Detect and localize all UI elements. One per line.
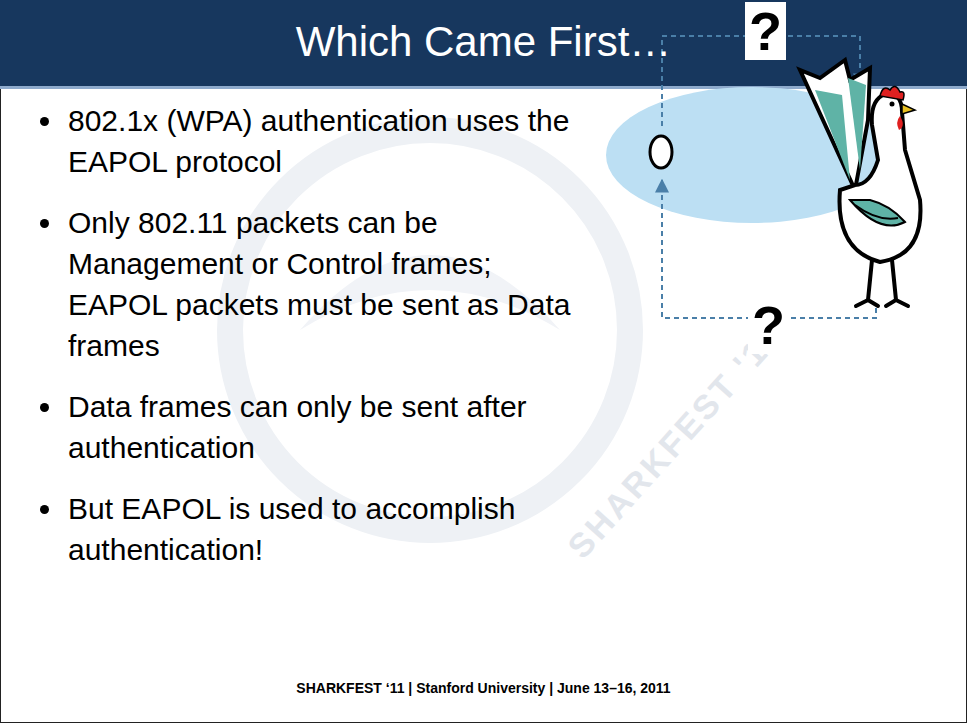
bullet-text: Only 802.11 packets can be Management or… [68, 202, 578, 366]
bullet-text: 802.1x (WPA) authentication uses the EAP… [68, 100, 588, 182]
bullet-text: But EAPOL is used to accomplish authenti… [68, 488, 588, 570]
bullet-dot [40, 219, 49, 228]
question-mark: ? [745, 2, 786, 60]
slide-title: Which Came First… [0, 14, 967, 70]
bullet-dot [40, 117, 49, 126]
bullet-text: Data frames can only be sent after authe… [68, 386, 588, 468]
footer-text: SHARKFEST ‘11 | Stanford University | Ju… [0, 678, 967, 698]
bullet-dot [40, 505, 49, 514]
question-mark: ? [748, 296, 789, 354]
bullet-dot [40, 403, 49, 412]
